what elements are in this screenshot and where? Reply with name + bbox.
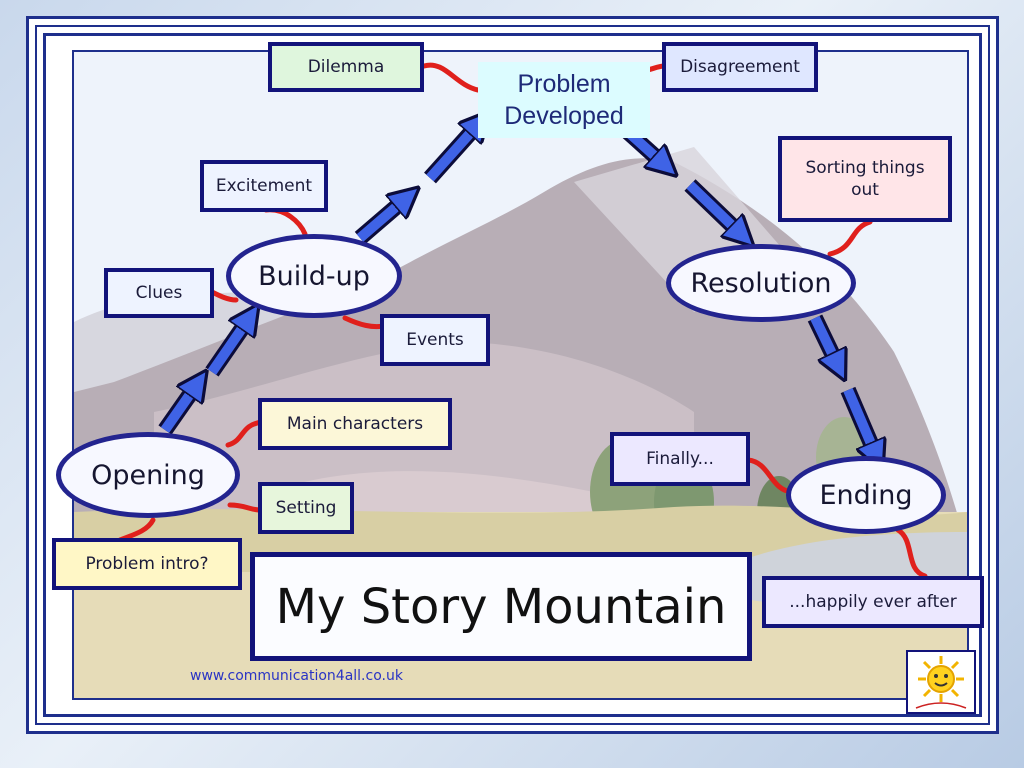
note-sorting: Sorting things out — [778, 136, 952, 222]
note-excitement-label: Excitement — [215, 175, 313, 196]
note-events-label: Events — [406, 329, 464, 350]
arrows — [158, 120, 878, 460]
connector-finally — [745, 457, 795, 495]
stage-problem-developed-label: Problem Developed — [504, 69, 624, 131]
connector-problem-intro — [117, 517, 156, 543]
note-disagreement-label: Disagreement — [680, 56, 800, 77]
note-sorting-label: Sorting things out — [805, 157, 925, 200]
note-setting-label: Setting — [275, 497, 337, 518]
stage-ending: Ending — [786, 456, 946, 534]
note-events: Events — [380, 314, 490, 366]
sun-icon — [915, 656, 967, 709]
inner-frame — [43, 33, 982, 717]
note-main-characters: Main characters — [258, 398, 452, 450]
stage-resolution-label: Resolution — [690, 267, 832, 299]
stage-buildup: Build-up — [226, 234, 402, 318]
page-title: My Story Mountain — [250, 552, 752, 661]
note-finally-label: Finally... — [646, 448, 714, 469]
connector-events — [342, 315, 387, 330]
connector-clues — [209, 289, 239, 303]
stage-ending-label: Ending — [819, 479, 913, 511]
note-excitement: Excitement — [200, 160, 328, 212]
connector-setting — [227, 502, 263, 513]
note-clues-label: Clues — [135, 282, 183, 303]
note-dilemma-label: Dilemma — [307, 56, 385, 77]
stage-opening: Opening — [56, 432, 240, 518]
stage-problem-developed: Problem Developed — [478, 62, 650, 138]
connector-main-characters — [225, 419, 265, 448]
note-setting: Setting — [258, 482, 354, 534]
stage-resolution: Resolution — [666, 244, 856, 322]
sun-logo — [906, 650, 976, 714]
connector-happily — [895, 527, 928, 579]
note-finally: Finally... — [610, 432, 750, 486]
connector-dilemma — [421, 62, 481, 93]
note-problem-intro: Problem intro? — [52, 538, 242, 590]
website-link[interactable]: www.communication4all.co.uk — [190, 668, 403, 684]
note-happily: ...happily ever after — [762, 576, 984, 628]
connector-excitement — [263, 207, 308, 237]
middle-frame — [35, 25, 990, 725]
page-title-text: My Story Mountain — [275, 578, 727, 635]
connector-sorting — [827, 219, 873, 257]
note-clues: Clues — [104, 268, 214, 318]
note-problem-intro-label: Problem intro? — [85, 553, 209, 574]
note-dilemma: Dilemma — [268, 42, 424, 92]
note-disagreement: Disagreement — [662, 42, 818, 92]
stage-opening-label: Opening — [91, 459, 205, 491]
note-main-characters-label: Main characters — [286, 413, 424, 434]
stage-buildup-label: Build-up — [258, 260, 370, 292]
note-happily-label: ...happily ever after — [789, 591, 957, 612]
